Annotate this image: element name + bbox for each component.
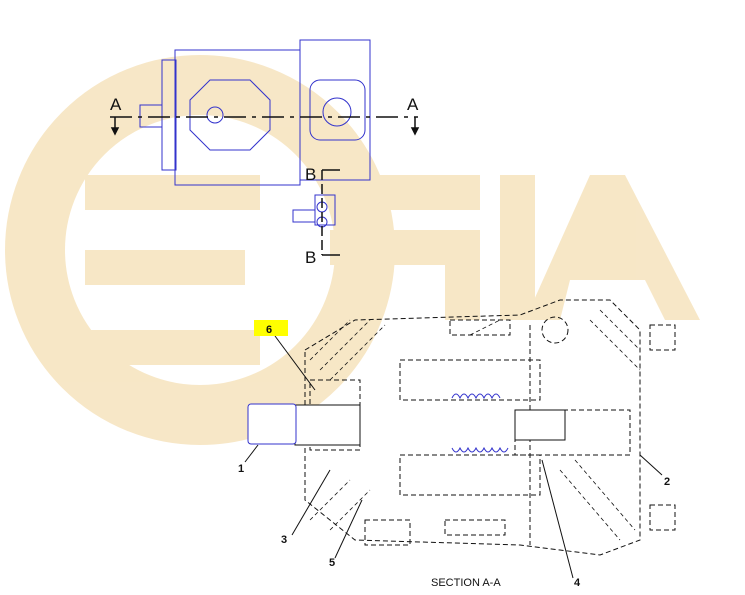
section-label-b-top: B xyxy=(305,165,316,184)
section-a-a-view xyxy=(304,299,676,556)
callout-6-highlight xyxy=(254,320,288,336)
callout-6: 6 xyxy=(266,324,272,336)
callout-5: 5 xyxy=(329,557,335,569)
callout-2: 2 xyxy=(664,476,670,488)
callout-4: 4 xyxy=(574,577,581,589)
shaft-end xyxy=(247,403,297,445)
section-label-b-bottom: B xyxy=(305,248,316,267)
section-label-right: A xyxy=(407,95,419,114)
shaft xyxy=(294,404,566,446)
section-label-left: A xyxy=(110,95,122,114)
section-title: SECTION A-A xyxy=(431,577,501,589)
section-line-a xyxy=(110,116,420,256)
springs xyxy=(451,393,509,453)
hatching xyxy=(309,309,641,541)
callout-1: 1 xyxy=(238,463,244,475)
leader-lines xyxy=(244,335,663,579)
callout-3: 3 xyxy=(281,534,287,546)
pump-top-view xyxy=(139,39,371,228)
watermark-logo xyxy=(5,55,700,445)
